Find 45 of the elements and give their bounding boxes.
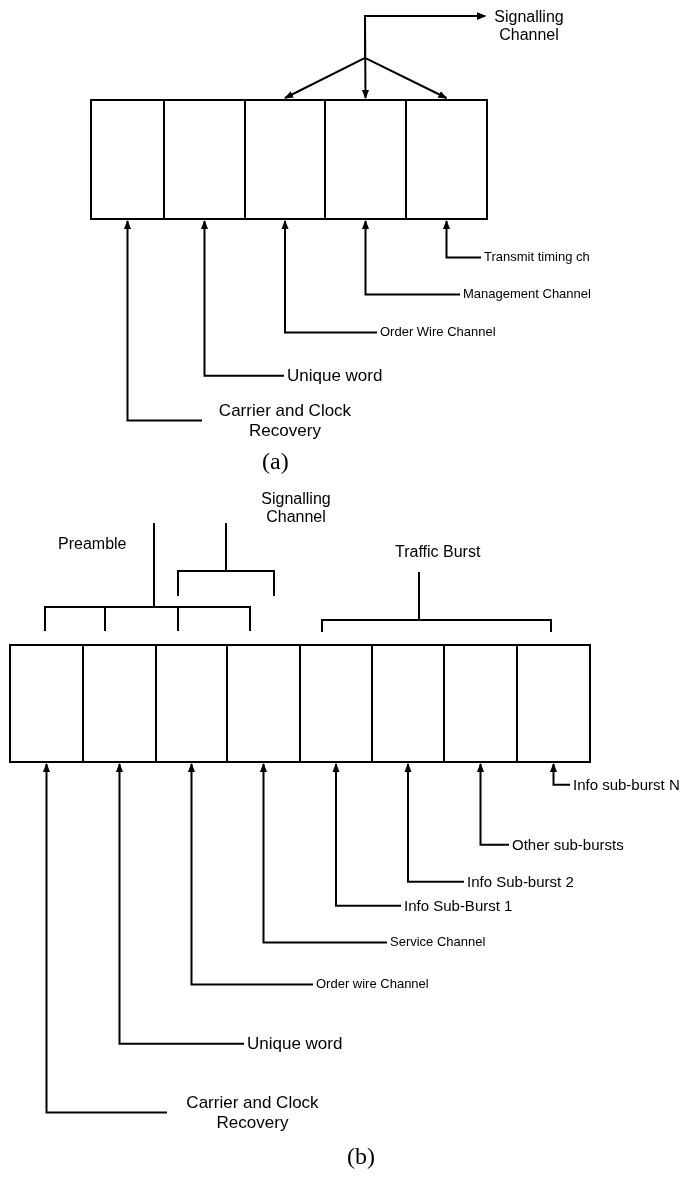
- arrow: [361, 220, 461, 296]
- field-label: Transmit timing ch: [484, 250, 590, 265]
- arrow: [549, 763, 571, 786]
- arrow: [281, 220, 378, 334]
- arrow: [442, 220, 482, 259]
- frame-slot: [299, 644, 373, 763]
- frame-slot: [516, 644, 591, 763]
- field-label: Info sub-burst N: [573, 776, 680, 794]
- field-label: Other sub-bursts: [512, 836, 624, 854]
- frame-slot: [443, 644, 518, 763]
- frame-slot: [405, 99, 488, 220]
- field-label: Info Sub-Burst 1: [404, 897, 513, 915]
- bracket-label: Traffic Burst: [395, 543, 481, 562]
- frame-slot: [226, 644, 301, 763]
- field-label: Order Wire Channel: [380, 325, 496, 340]
- field-label: Service Channel: [390, 935, 486, 950]
- field-label: Carrier and Clock Recovery: [170, 1093, 335, 1133]
- arrow: [115, 763, 245, 1045]
- field-label: Unique word: [287, 366, 383, 386]
- frame-slot: [90, 99, 165, 220]
- frame-slot: [82, 644, 157, 763]
- bracket-label: Preamble: [58, 535, 127, 554]
- figure-label: (b): [347, 1143, 375, 1171]
- frame-slot: [324, 99, 407, 220]
- arrow: [187, 763, 314, 986]
- arrow: [200, 220, 285, 377]
- arrow: [476, 763, 510, 846]
- frame-slot: [163, 99, 246, 220]
- figure-label: (a): [262, 448, 289, 476]
- field-label: Signalling Channel: [488, 8, 570, 45]
- frame-slot: [244, 99, 326, 220]
- field-label: Info Sub-burst 2: [467, 873, 574, 891]
- field-label: Carrier and Clock Recovery: [205, 401, 365, 441]
- arrow: [259, 763, 388, 944]
- field-label: Order wire Channel: [316, 977, 429, 992]
- frame-slot: [155, 644, 228, 763]
- frame-slot: [371, 644, 445, 763]
- arrow: [123, 220, 203, 422]
- arrow: [332, 763, 402, 907]
- arrow: [404, 763, 465, 883]
- field-label: Unique word: [247, 1034, 343, 1054]
- arrow: [42, 763, 168, 1114]
- bracket-label: Signalling Channel: [260, 490, 332, 527]
- frame-slot: [9, 644, 84, 763]
- field-label: Management Channel: [463, 287, 591, 302]
